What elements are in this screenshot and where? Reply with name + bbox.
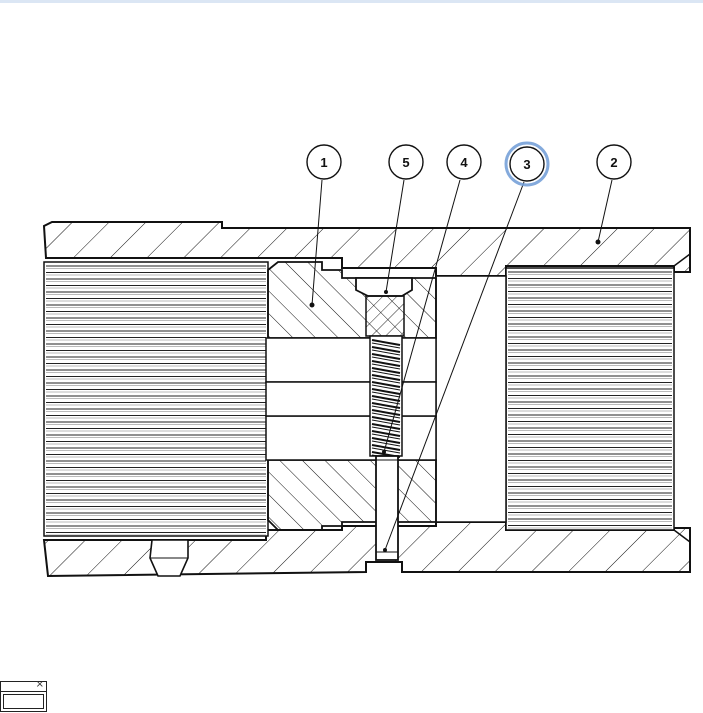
callout-5[interactable]: 5 [388,144,424,180]
left-thread-region [43,261,269,537]
callout-2-label: 2 [610,155,617,170]
window-top-strip [0,0,703,3]
close-icon[interactable]: × [35,679,44,690]
leader-2 [597,179,613,243]
part-3-pin [375,455,399,561]
leader-4 [383,179,461,453]
callout-1-label: 1 [320,155,327,170]
mini-window-thumbnail[interactable]: × [0,679,47,712]
part-5-cap [355,277,413,297]
right-threads [508,271,672,529]
mini-window-titlebar-divider [1,691,46,692]
callout-3-label: 3 [523,157,530,172]
flow-bore-mid [265,381,437,417]
part-1-top [267,261,437,339]
leader-5 [385,179,405,293]
flow-bore-lower [265,415,437,461]
part-1-bottom [267,459,437,531]
mini-window-content [3,694,44,709]
left-threads [46,265,266,536]
callout-1[interactable]: 1 [306,144,342,180]
callout-5-label: 5 [402,155,409,170]
callout-4[interactable]: 4 [446,144,482,180]
callout-3[interactable]: 3 [504,141,550,187]
leader-3 [384,181,525,551]
callout-2[interactable]: 2 [596,144,632,180]
internal-cavity [435,275,507,523]
flow-bore-upper [265,337,437,383]
callout-4-label: 4 [460,155,468,170]
leader-1 [311,179,323,306]
